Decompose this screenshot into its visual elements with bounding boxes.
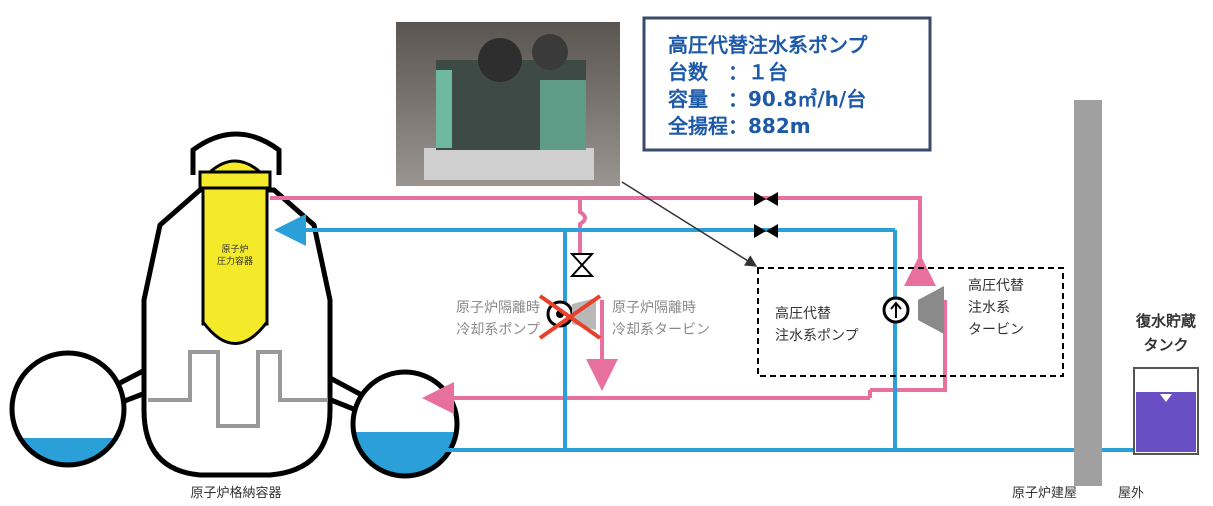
photo-pointer-arrow <box>621 181 758 267</box>
hp-turbine-label-line3: タービン <box>968 322 1024 338</box>
hp-turbine-label-line2: 注水系 <box>968 300 1010 316</box>
condensate-storage-tank <box>1133 367 1199 455</box>
hp-turbine <box>918 286 944 334</box>
tank-label-line2: タンク <box>1143 336 1188 354</box>
valve-upper <box>754 192 778 206</box>
hp-system-box <box>757 267 1064 377</box>
ric-turbine-label-line2: 冷却系タービン <box>612 322 710 338</box>
info-line2: 容量 ：90.8㎥/h/台 <box>668 87 866 111</box>
rpv-label-line2: 圧力容器 <box>217 255 253 267</box>
valve-ric <box>569 253 595 277</box>
reactor-pressure-vessel: 原子炉 圧力容器 <box>198 159 272 345</box>
hp-pump-label-line1: 高圧代替 <box>775 305 831 322</box>
outdoor-label: 屋外 <box>1118 486 1144 501</box>
water-line <box>274 214 1142 452</box>
rpv-label-line1: 原子炉 <box>221 243 248 255</box>
ric-pump-label-line1: 原子炉隔離時 <box>456 299 540 316</box>
info-line3: 全揚程：882m <box>667 114 811 138</box>
info-title: 高圧代替注水系ポンプ <box>668 33 868 57</box>
reactor-building-label: 原子炉建屋 <box>1012 486 1077 501</box>
hp-turbine-label-line1: 高圧代替 <box>968 277 1024 294</box>
containment-vessel: 原子炉 圧力容器 原子炉格納容器 <box>9 131 460 501</box>
tank-label-line1: 復水貯蔵 <box>1135 312 1196 330</box>
pump-photo <box>396 22 620 186</box>
suppression-chamber-right <box>350 369 460 479</box>
valve-lower <box>754 224 778 238</box>
ric-pump-label-line2: 冷却系ポンプ <box>456 322 540 338</box>
hp-pump <box>882 296 910 324</box>
ric-cross-mark <box>538 294 602 340</box>
hp-pump-label-line2: 注水系ポンプ <box>775 328 859 344</box>
ric-turbine-label-line1: 原子炉隔離時 <box>612 299 696 316</box>
suppression-chamber-left <box>9 350 127 468</box>
info-line1: 台数 ：１台 <box>668 60 788 84</box>
info-box: 高圧代替注水系ポンプ 台数 ：１台 容量 ：90.8㎥/h/台 全揚程：882m <box>642 16 932 152</box>
building-wall <box>1074 100 1102 486</box>
containment-label: 原子炉格納容器 <box>190 485 281 501</box>
